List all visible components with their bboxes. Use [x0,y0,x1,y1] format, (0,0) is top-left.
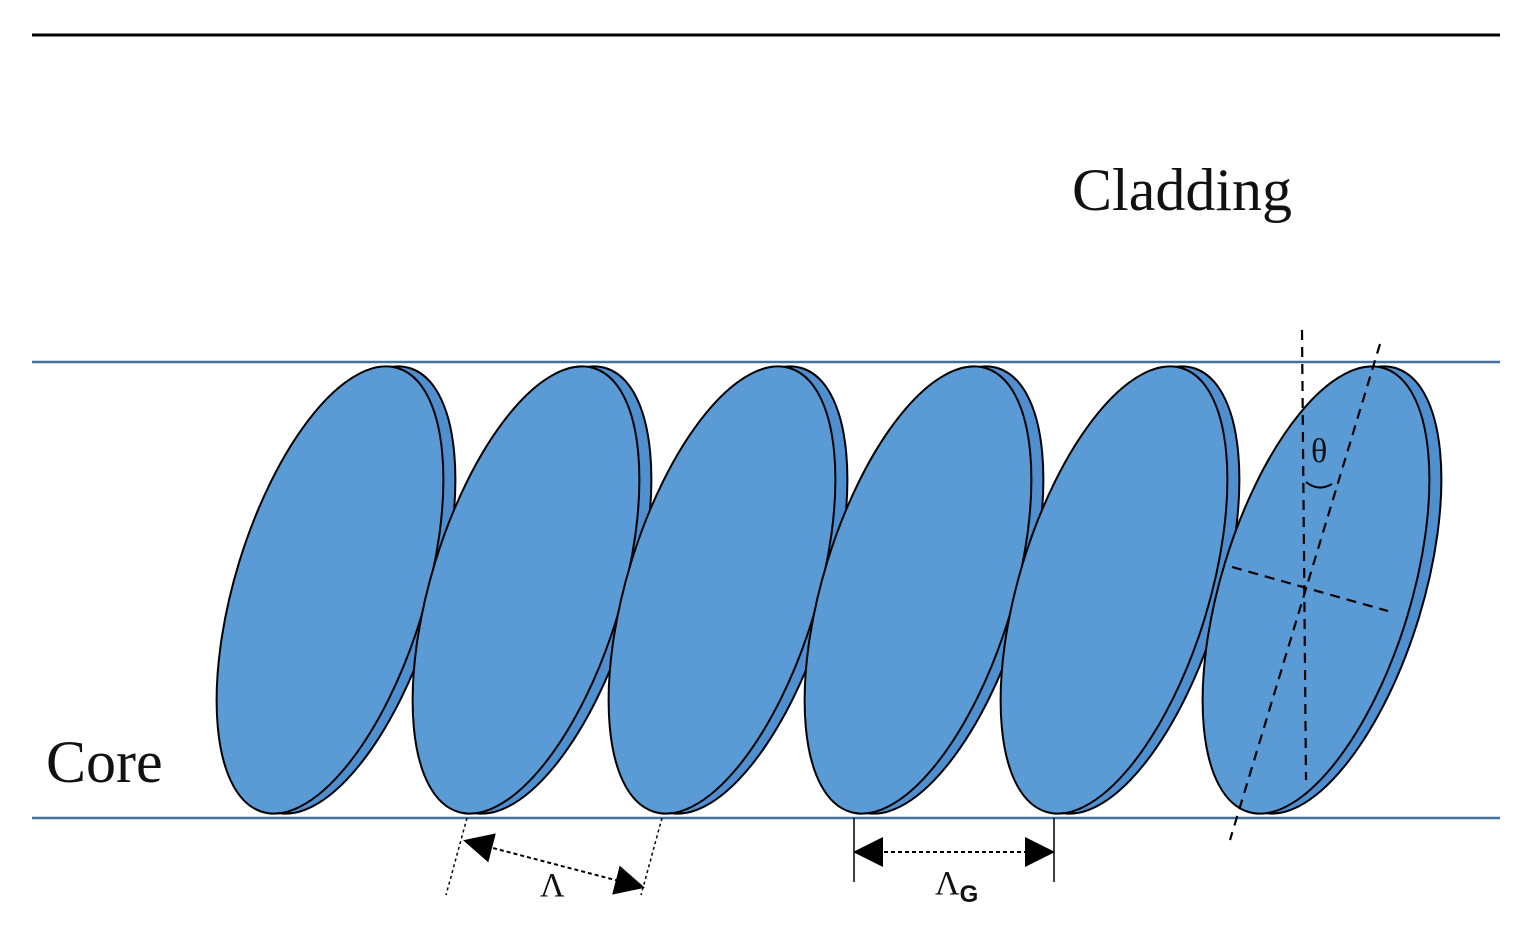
core-label: Core [46,729,163,795]
grating-planes [215,365,1443,815]
plane-major-axis-line [1228,343,1382,841]
grating-plane [999,365,1241,815]
grating-plane [1201,365,1443,815]
tilt-angle-construction: θ [1228,329,1389,841]
period-arrow [463,833,645,895]
grating-plane-face [999,365,1229,815]
cladding-label: Cladding [1072,157,1292,223]
grating-plane [803,365,1045,815]
theta-label: θ [1311,433,1327,470]
period-label: Λ [540,867,565,904]
grating-period-subscript: G [960,881,979,908]
fiber-axis-normal-line [1300,329,1308,781]
grating-period-label: ΛG [935,865,978,908]
plane-period-dimension: Λ [445,817,663,904]
grating-period-dimension: ΛG [853,818,1055,908]
grating-plane [607,365,849,815]
theta-angle-arc [1305,481,1333,489]
grating-period-symbol: Λ [935,865,960,902]
period-extension-line-left [445,817,468,896]
period-extension-line-right [640,817,663,896]
